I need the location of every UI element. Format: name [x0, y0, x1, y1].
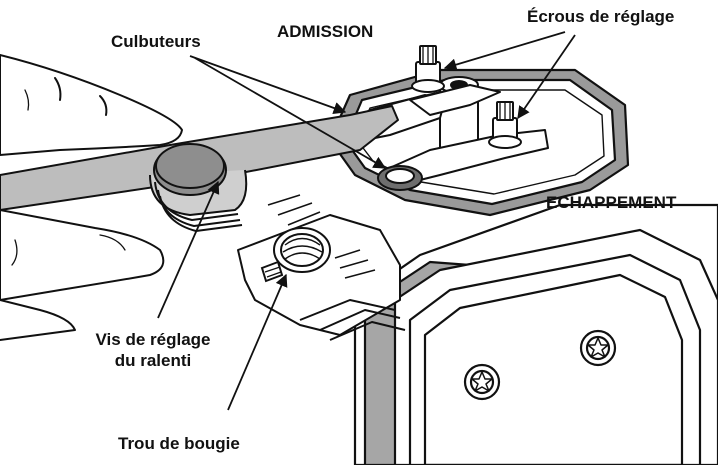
leader-culbuteurs-lower: [194, 57, 387, 169]
idle-adjust-screw-disc: [153, 143, 227, 196]
hand-illustration: [0, 54, 183, 341]
label-culbuteurs: Culbuteurs: [111, 32, 201, 51]
leader-lines: [157, 31, 576, 411]
label-echappement: ECHAPPEMENT: [546, 193, 677, 212]
label-admission: ADMISSION: [277, 22, 374, 41]
label-vis-de-reglage-line1: Vis de réglage: [95, 330, 211, 349]
leader-culbuteurs-upper: [189, 55, 347, 115]
cover-screw-right: [579, 329, 617, 367]
cover-screw-left: [463, 363, 501, 401]
label-vis-de-reglage-line2: du ralenti: [114, 351, 192, 370]
leader-ecrous-exhaust: [517, 34, 576, 120]
adjusting-nut-intake: [411, 45, 445, 93]
label-ecrous-de-reglage: Écrous de réglage: [527, 7, 675, 26]
leader-ecrous-intake: [443, 31, 566, 71]
label-trou-de-bougie: Trou de bougie: [118, 434, 240, 453]
leader-vis-ralenti: [157, 180, 220, 319]
leader-trou-bougie: [227, 273, 288, 411]
cylinder-head: [353, 203, 718, 465]
adjusting-nut-exhaust: [488, 101, 522, 149]
